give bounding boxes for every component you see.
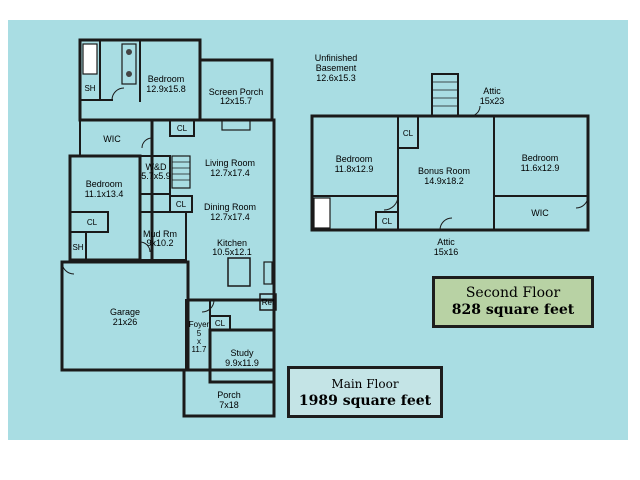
screen-porch-dim: 12x15.7 bbox=[220, 96, 252, 106]
cl2-walls bbox=[69, 211, 109, 233]
bedroom1-name: Bedroom bbox=[148, 74, 185, 84]
foyer-dim-3: 11.7 bbox=[192, 345, 208, 354]
ref-label: Ref bbox=[262, 298, 275, 307]
main-floor-area: 1989 square feet bbox=[298, 393, 432, 409]
sh1-label: SH bbox=[84, 84, 95, 93]
study-dim: 9.9x11.9 bbox=[225, 358, 259, 368]
main-floor-title: Main Floor bbox=[331, 377, 399, 391]
bedroom2-name: Bedroom bbox=[86, 179, 123, 189]
porch-walls bbox=[182, 368, 276, 418]
bedroom-left-name: Bedroom bbox=[336, 154, 373, 164]
second-floor-area: 828 square feet bbox=[451, 302, 575, 318]
attic-top-dim: 15x23 bbox=[480, 96, 505, 106]
basement-name-1: Unfinished bbox=[315, 53, 358, 63]
second-floor-title: Second Floor bbox=[465, 285, 561, 301]
foyer-dim-2: x bbox=[197, 337, 201, 346]
second-floor-plan bbox=[310, 73, 590, 232]
cl2-2f-walls bbox=[375, 211, 399, 231]
stove bbox=[263, 261, 273, 285]
attic-top-name: Attic bbox=[483, 86, 501, 96]
mud-rm-walls bbox=[139, 211, 187, 261]
bedroom1-dim: 12.9x15.8 bbox=[146, 84, 186, 94]
bonus-room-name: Bonus Room bbox=[418, 166, 470, 176]
mud-rm-dim: 9x10.2 bbox=[146, 238, 173, 248]
bonus-room-dim: 14.9x18.2 bbox=[424, 176, 464, 186]
bedroom-left-dim: 11.8x12.9 bbox=[335, 164, 374, 174]
garage-dim: 21x26 bbox=[113, 317, 138, 327]
study-walls bbox=[208, 328, 276, 384]
vanity-1 bbox=[121, 43, 137, 85]
cl3-label: CL bbox=[176, 200, 187, 209]
dining-room-name: Dining Room bbox=[204, 202, 256, 212]
second-floor-outline bbox=[310, 114, 590, 232]
cl2-2f-label: CL bbox=[382, 217, 393, 226]
cl1-2f-label: CL bbox=[403, 129, 414, 138]
kitchen-dim: 10.5x12.1 bbox=[212, 247, 252, 257]
cl1-label: CL bbox=[177, 124, 188, 133]
dining-room-dim: 12.7x17.4 bbox=[210, 212, 250, 222]
second-floor-labels: Unfinished Basement 12.6x15.3 Attic 15x2… bbox=[315, 53, 560, 257]
porch-dim: 7x18 bbox=[219, 400, 239, 410]
living-room-name: Living Room bbox=[205, 158, 255, 168]
attic-bottom-name: Attic bbox=[437, 237, 455, 247]
wic-2f-label: WIC bbox=[531, 208, 549, 218]
tub-2f bbox=[313, 197, 331, 229]
sink-1b bbox=[126, 71, 132, 77]
garage-walls bbox=[60, 260, 190, 372]
main-floor-legend: Main Floor 1989 square feet bbox=[287, 366, 443, 418]
bathtub-1 bbox=[82, 43, 98, 75]
cl2-label: CL bbox=[87, 218, 98, 227]
wic-2f-walls bbox=[493, 195, 589, 231]
bathtub-screen bbox=[221, 119, 251, 131]
second-floor-legend: Second Floor 828 square feet bbox=[432, 276, 594, 328]
kitchen-name: Kitchen bbox=[217, 238, 247, 248]
basement-dim: 12.6x15.3 bbox=[316, 73, 356, 83]
main-floor-plan bbox=[60, 38, 277, 418]
foyer-dim-1: 5 bbox=[197, 329, 202, 338]
sink-1a bbox=[126, 49, 132, 55]
screen-porch-name: Screen Porch bbox=[209, 87, 264, 97]
wic-label: WIC bbox=[103, 134, 121, 144]
garage-name: Garage bbox=[110, 307, 140, 317]
bedroom-right-name: Bedroom bbox=[522, 153, 559, 163]
sh2-walls bbox=[69, 231, 87, 261]
bottom-strip bbox=[40, 440, 596, 470]
mud-rm-name: Mud Rm bbox=[143, 229, 177, 239]
cl1-2f-walls bbox=[397, 115, 419, 149]
basement-name-2: Basement bbox=[316, 63, 357, 73]
sh2-label: SH bbox=[72, 243, 83, 252]
study-name: Study bbox=[230, 348, 254, 358]
cl4-label: CL bbox=[215, 319, 226, 328]
bedroom2-dim: 11.1x13.4 bbox=[85, 189, 124, 199]
wd-dim: 5.7x5.9 bbox=[141, 171, 171, 181]
porch-name: Porch bbox=[217, 390, 241, 400]
wd-name: W&D bbox=[146, 162, 167, 172]
main-floor-labels: Bedroom 12.9x15.8 SH Screen Porch 12x15.… bbox=[72, 74, 275, 410]
ref-box bbox=[259, 293, 277, 311]
bedroom-right-dim: 11.6x12.9 bbox=[521, 163, 560, 173]
attic-bottom-dim: 15x16 bbox=[434, 247, 459, 257]
kitchen-island bbox=[227, 257, 251, 287]
foyer-name: Foyer bbox=[189, 320, 210, 329]
bedroom2-walls bbox=[68, 154, 142, 262]
stairs bbox=[171, 155, 191, 189]
living-room-dim: 12.7x17.4 bbox=[210, 168, 250, 178]
